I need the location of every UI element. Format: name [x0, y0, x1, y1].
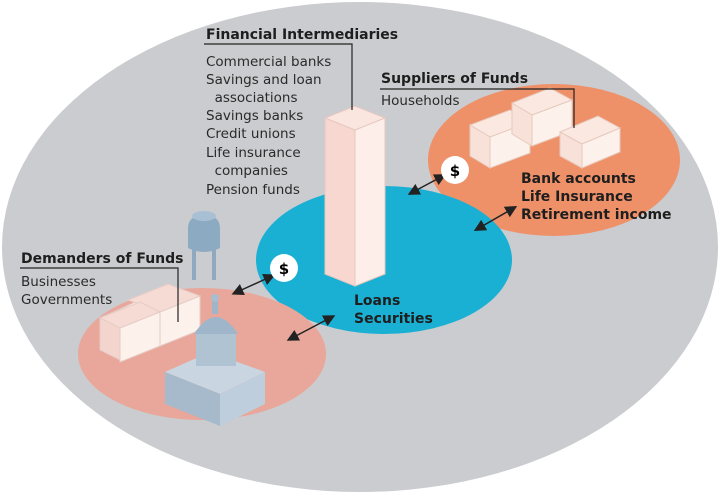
demanders-leader-line [20, 267, 179, 322]
intermediary-commercial-banks: Commercial banks [206, 54, 332, 70]
demander-governments: Governments [21, 292, 113, 308]
intermediary-demander-arrow [231, 274, 276, 295]
intermediary-credit-unions: Credit unions [206, 126, 296, 142]
products-arrow-left [286, 315, 336, 341]
money-badge-demanders: $ [270, 254, 298, 282]
products-arrow-right [473, 206, 518, 231]
dollar-symbol: $ [279, 260, 289, 278]
bank-tower-icon [323, 105, 387, 287]
intermediary-pension-funds: Pension funds [206, 182, 300, 198]
supplier-households: Households [381, 93, 460, 109]
demanders-title: Demanders of Funds [21, 251, 184, 267]
suppliers-leader-line [380, 88, 575, 128]
government-building-icon [165, 294, 265, 426]
dollar-symbol: $ [450, 162, 460, 180]
suppliers-title: Suppliers of Funds [381, 71, 529, 87]
water-tower-icon [188, 211, 220, 280]
supplier-intermediary-arrow [407, 174, 447, 195]
product-loans: Loans [354, 293, 401, 309]
intermediary-life-insurance: Life insurance companies [206, 145, 301, 179]
product-life-insurance: Life Insurance [521, 189, 633, 205]
money-badge-suppliers: $ [441, 156, 469, 184]
intermediaries-title: Financial Intermediaries [206, 27, 399, 43]
product-securities: Securities [354, 311, 433, 327]
product-bank-accounts: Bank accounts [521, 171, 636, 187]
intermediary-savings-and-loan: Savings and loan associations [206, 72, 322, 106]
product-retirement-income: Retirement income [521, 207, 672, 223]
houses-icon [468, 87, 622, 169]
demander-businesses: Businesses [21, 274, 96, 290]
intermediaries-leader-line [204, 43, 353, 110]
intermediary-savings-banks: Savings banks [206, 108, 304, 124]
